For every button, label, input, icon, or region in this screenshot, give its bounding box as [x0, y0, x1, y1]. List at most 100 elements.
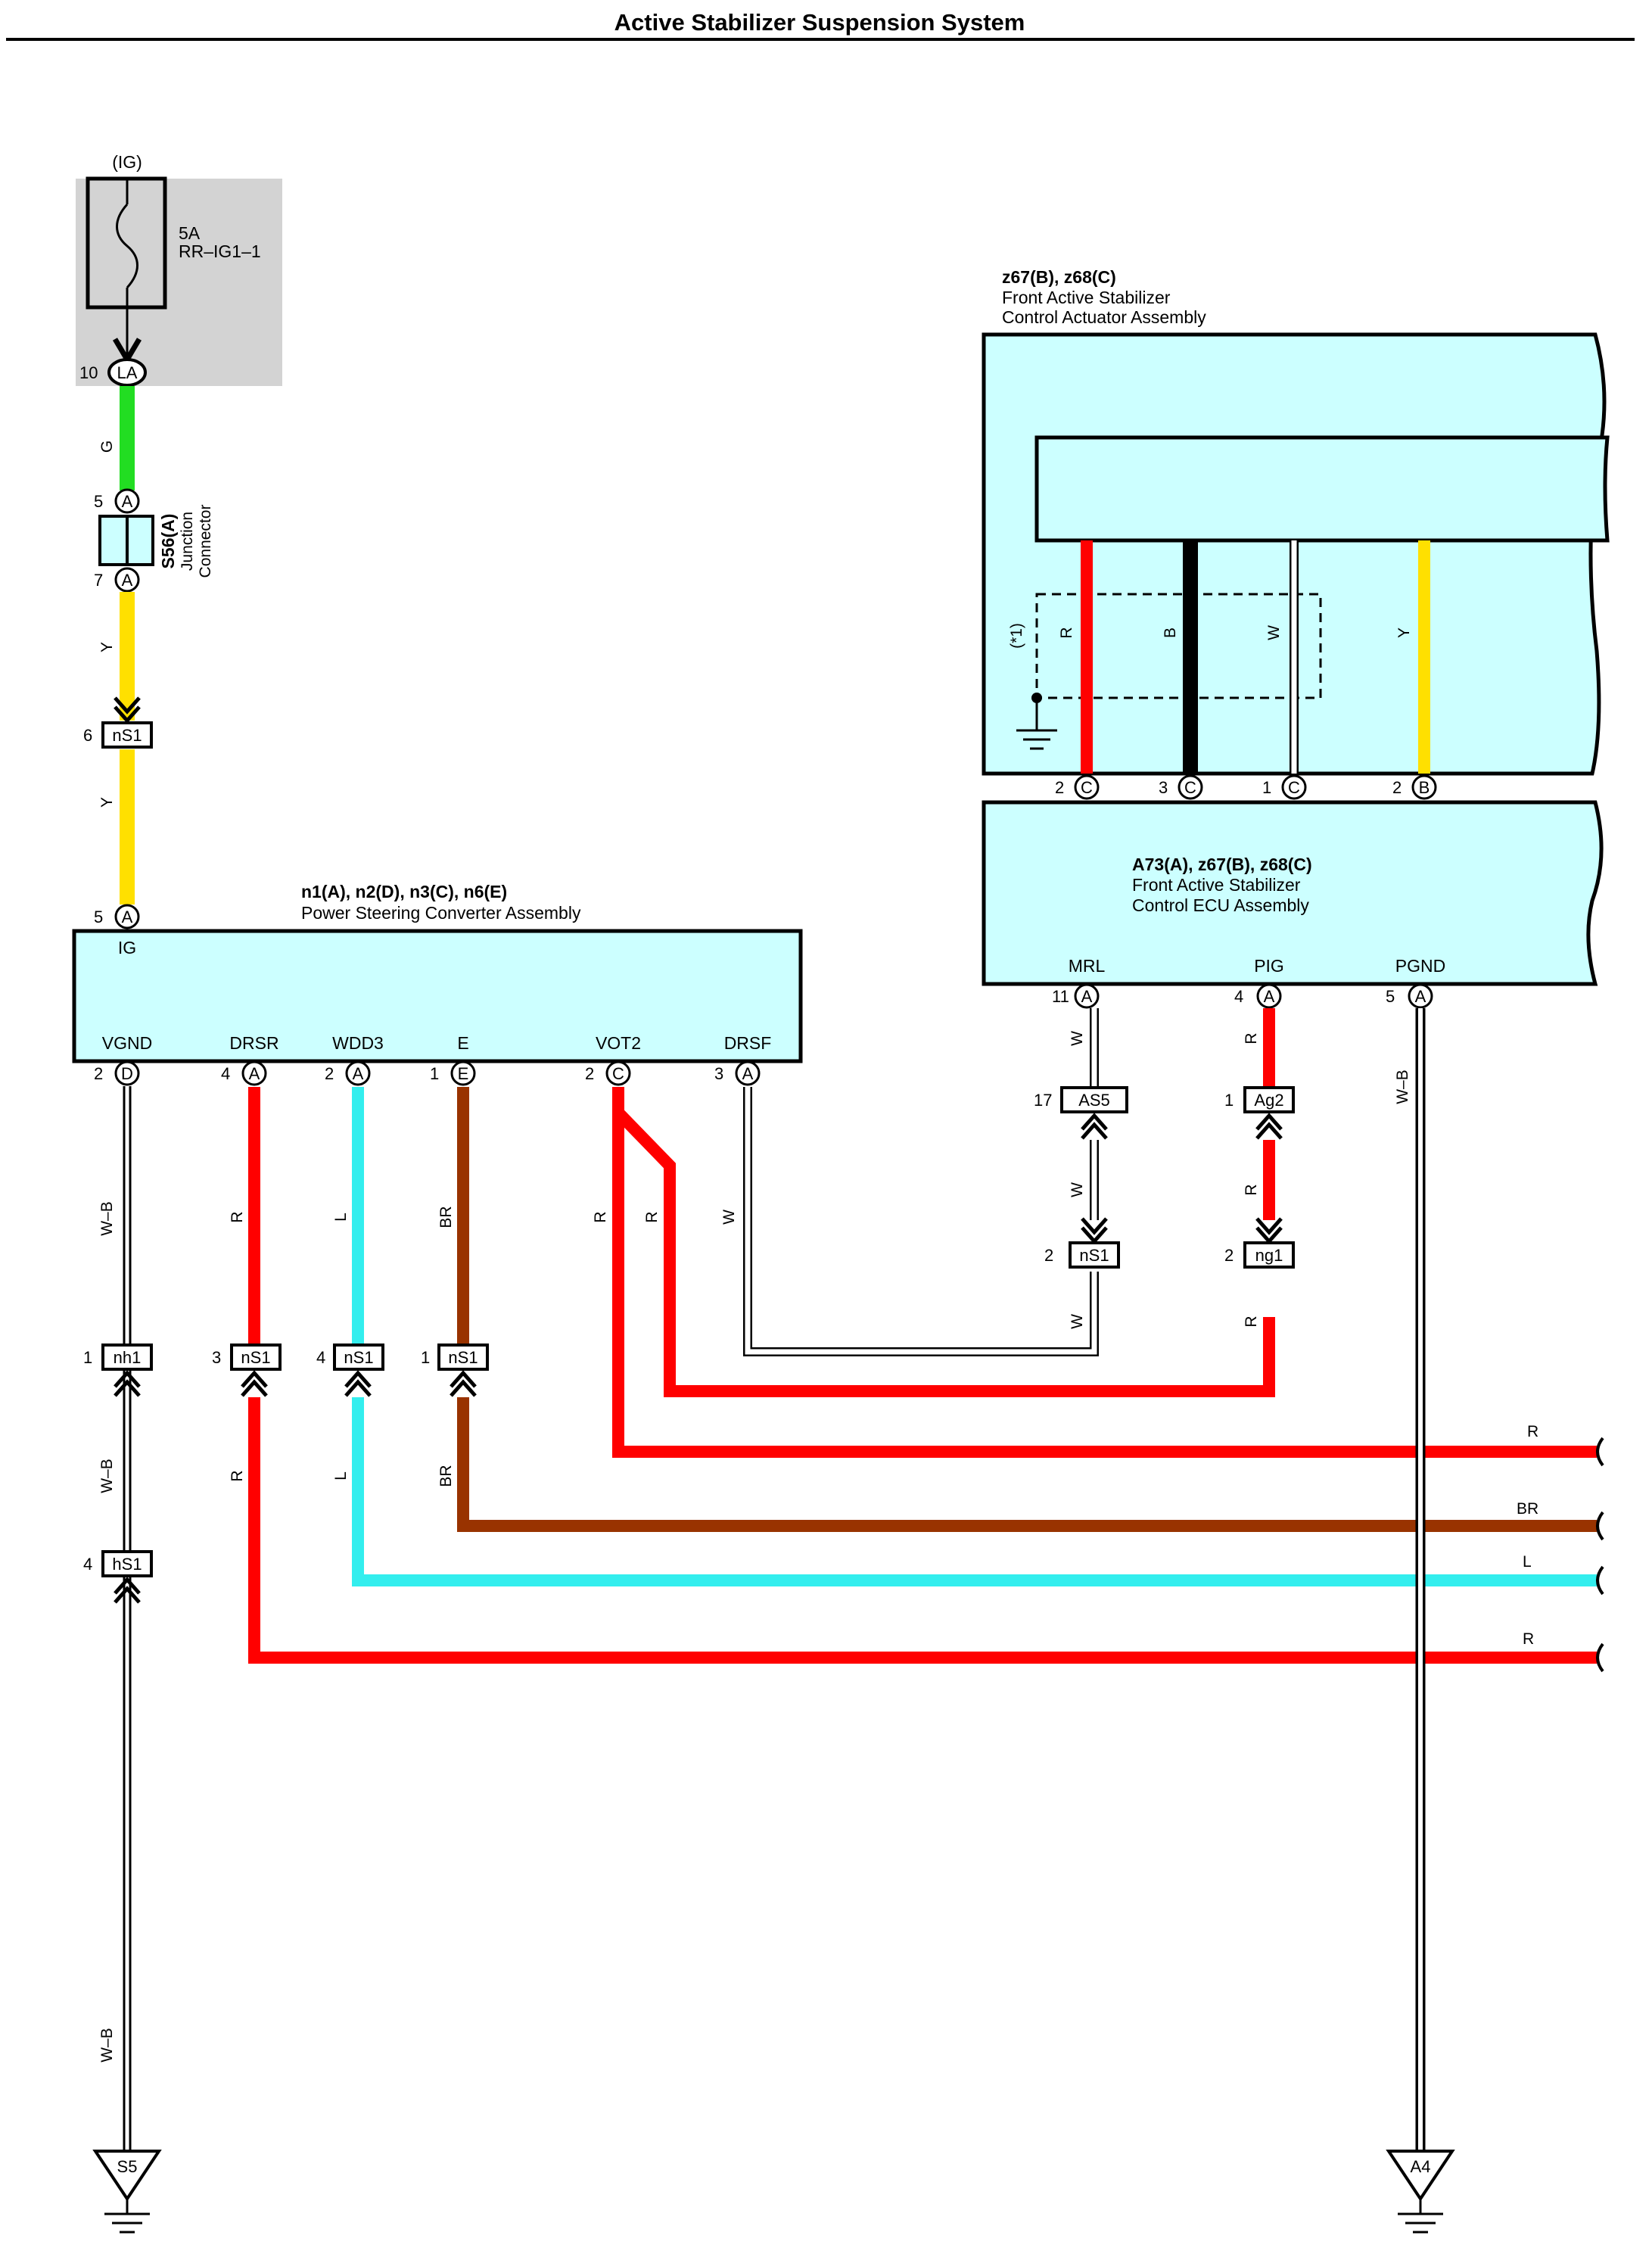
svg-text:C: C: [1184, 778, 1196, 797]
svg-text:6: 6: [83, 726, 92, 745]
svg-text:11: 11: [1052, 987, 1069, 1006]
ground-a4: A4: [1386, 2150, 1455, 2234]
ecu-pin: [1256, 983, 1282, 1009]
fuse-shaded-area: [76, 179, 282, 386]
ag2-connector: [1243, 1086, 1295, 1113]
svg-text:2: 2: [1392, 778, 1402, 797]
svg-text:1: 1: [430, 1064, 439, 1083]
fuse-block: (IG) 5A RR–IG1–1 LA 10: [76, 152, 282, 387]
psc-name: n1(A), n2(D), n3(C), n6(E): [301, 882, 507, 901]
svg-text:W–B: W–B: [1394, 1070, 1411, 1104]
svg-text:R: R: [1243, 1184, 1260, 1195]
hs1-connector: [101, 1550, 153, 1577]
svg-text:5: 5: [94, 492, 103, 511]
shield-note: (*1): [1008, 623, 1025, 649]
ground-s5: S5: [92, 2150, 162, 2234]
svg-text:W: W: [1069, 1031, 1086, 1046]
svg-text:3: 3: [714, 1064, 723, 1083]
svg-text:L: L: [1523, 1553, 1532, 1571]
svg-text:C: C: [612, 1064, 624, 1083]
psc-term-name: E: [457, 1033, 468, 1053]
svg-text:Junction: Junction: [179, 512, 196, 571]
svg-text:1: 1: [83, 1348, 92, 1367]
actuator-wire-color: R: [1058, 627, 1075, 638]
svg-text:A: A: [742, 1064, 754, 1083]
svg-text:hS1: hS1: [112, 1555, 142, 1574]
svg-text:17: 17: [1034, 1091, 1052, 1110]
actuator-pin: [1074, 774, 1100, 800]
svg-text:A: A: [1081, 987, 1093, 1006]
psc-pin: [241, 1060, 267, 1086]
ns1-mrl-connector: [1069, 1241, 1120, 1269]
ig-feed-wire: G A 5 A 7 S56(A) Junction Connector Y nS…: [83, 386, 214, 929]
ecu-term-name: PGND: [1395, 956, 1445, 976]
psc-desc: Power Steering Converter Assembly: [301, 903, 581, 923]
actuator-name: z67(B), z68(C): [1002, 267, 1116, 287]
fuse-ig-label: (IG): [112, 152, 142, 172]
psc-term-name: DRSF: [724, 1033, 772, 1053]
svg-text:W: W: [720, 1210, 738, 1225]
svg-text:3: 3: [1159, 778, 1168, 797]
psc-pin: [345, 1060, 371, 1086]
svg-text:IG: IG: [118, 938, 136, 957]
svg-text:A: A: [1415, 987, 1426, 1006]
svg-text:A: A: [249, 1064, 260, 1083]
chevron-icon: [1255, 1113, 1283, 1140]
chevron-icon: [114, 1577, 141, 1604]
svg-text:nh1: nh1: [114, 1348, 142, 1367]
ecu-pin: [1074, 983, 1100, 1009]
fuse-pin: [107, 358, 147, 387]
svg-text:C: C: [1288, 778, 1300, 797]
actuator-wire-color: Y: [1395, 627, 1413, 638]
svg-text:5: 5: [94, 908, 103, 926]
actuator-pin: [1411, 774, 1437, 800]
psc-ig-pin: [114, 904, 140, 929]
svg-text:nS1: nS1: [1079, 1246, 1109, 1265]
ecu-assembly: A73(A), z67(B), z68(C) Front Active Stab…: [982, 800, 1604, 986]
svg-text:2: 2: [1224, 1246, 1234, 1265]
svg-text:Ag2: Ag2: [1254, 1091, 1283, 1110]
svg-text:Front Active Stabilizer: Front Active Stabilizer: [1002, 288, 1171, 307]
psc-pin: [735, 1060, 761, 1086]
chevron-icon: [1255, 1217, 1283, 1244]
actuator-pin: [1281, 774, 1307, 800]
psc-term-name: WDD3: [332, 1033, 384, 1053]
svg-text:A4: A4: [1411, 2157, 1431, 2176]
ns1-e-connector: [437, 1344, 489, 1371]
power-steering-converter: n1(A), n2(D), n3(C), n6(E) Power Steerin…: [72, 882, 803, 1063]
actuator-wire-color: W: [1265, 625, 1283, 640]
fuse-icon: [116, 203, 138, 289]
svg-text:Control ECU Assembly: Control ECU Assembly: [1132, 895, 1309, 915]
svg-text:2: 2: [94, 1064, 103, 1083]
psc-pin: [605, 1060, 631, 1086]
chevron-icon: [114, 696, 141, 724]
svg-text:R: R: [1243, 1315, 1260, 1327]
svg-text:C: C: [1081, 778, 1093, 797]
svg-text:E: E: [458, 1064, 469, 1083]
svg-text:LA: LA: [117, 363, 138, 382]
psc-box: [72, 929, 803, 1063]
svg-text:W–B: W–B: [98, 2028, 116, 2063]
ground-triangle-icon: [1386, 2150, 1455, 2202]
svg-text:1: 1: [421, 1348, 430, 1367]
actuator-wire-color: B: [1162, 627, 1179, 638]
chevron-icon: [344, 1370, 372, 1397]
svg-text:A: A: [353, 1064, 364, 1083]
ng1-connector: [1243, 1241, 1295, 1269]
ecu-term-name: PIG: [1254, 956, 1284, 976]
svg-text:A: A: [1264, 987, 1275, 1006]
ecu-wiring: W AS5 17 W nS1 2 W R Ag2 1 R ng1 2 R W–B: [1034, 1008, 1426, 2150]
svg-text:ng1: ng1: [1255, 1246, 1283, 1265]
svg-text:L: L: [332, 1471, 350, 1481]
chassis-ground-icon: [1016, 729, 1057, 750]
s56-name: S56(A): [158, 514, 178, 569]
svg-text:R: R: [592, 1211, 609, 1222]
fuse-name: RR–IG1–1: [179, 241, 261, 261]
svg-text:W–B: W–B: [98, 1459, 116, 1493]
svg-text:R: R: [229, 1211, 246, 1222]
psc-term-name: DRSR: [229, 1033, 278, 1053]
svg-text:A: A: [122, 492, 133, 511]
as5-connector: [1060, 1086, 1128, 1113]
svg-text:2: 2: [325, 1064, 334, 1083]
